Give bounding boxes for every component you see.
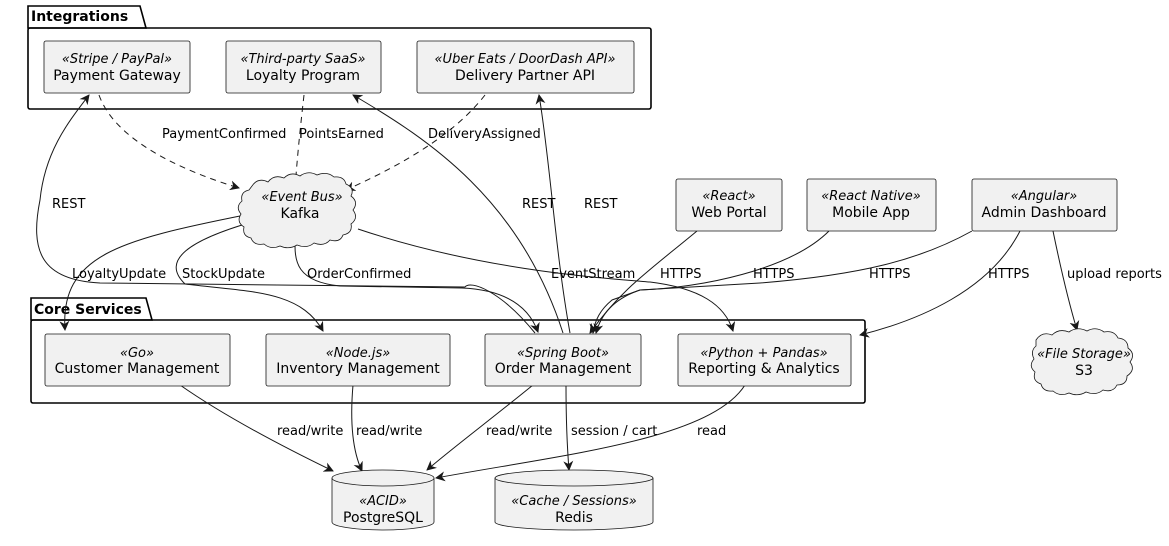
package-core-services: Core Services: [30, 297, 866, 404]
label-rw-inventory: read/write: [356, 424, 422, 439]
edge-order-delivery: [535, 94, 571, 334]
payment-gateway-name: Payment Gateway: [53, 68, 181, 84]
s3-name: S3: [1075, 363, 1093, 379]
edge-order-loyalty: [352, 94, 564, 334]
edge-admin-reporting: [859, 230, 1021, 338]
label-https-mobile: HTTPS: [753, 267, 795, 282]
label-rw-order: read/write: [486, 424, 552, 439]
node-order-management[interactable]: «Spring Boot» Order Management: [484, 333, 642, 387]
delivery-partner-stereotype: «Uber Eats / DoorDash API»: [435, 52, 616, 67]
loyalty-program-stereotype: «Third-party SaaS»: [240, 52, 365, 67]
edge-payment-kafka: [98, 94, 240, 191]
redis-stereotype: «Cache / Sessions»: [511, 494, 637, 509]
label-payment-confirmed: PaymentConfirmed: [162, 127, 286, 142]
node-web-portal[interactable]: «React» Web Portal: [675, 178, 783, 232]
edge-web-order: [589, 230, 698, 334]
label-session-cart: session / cart: [571, 424, 657, 439]
label-event-stream: EventStream: [551, 267, 635, 282]
edge-admin-s3: [1052, 230, 1080, 331]
package-integrations: Integrations: [27, 5, 652, 110]
edge-order-postgres: [426, 384, 534, 471]
edge-admin-order: [593, 230, 973, 334]
admin-dashboard-stereotype: «Angular»: [1011, 189, 1078, 204]
node-postgresql[interactable]: «ACID» PostgreSQL: [331, 469, 435, 531]
label-stock-update: StockUpdate: [182, 267, 265, 282]
label-read-reporting: read: [697, 424, 726, 439]
label-points-earned: PointsEarned: [299, 127, 384, 142]
edge-kafka-reporting: [357, 228, 736, 332]
label-rest-loyalty: REST: [522, 197, 555, 212]
node-s3[interactable]: «File Storage» S3: [1030, 328, 1133, 396]
edge-customer-postgres: [179, 384, 334, 472]
delivery-partner-name: Delivery Partner API: [455, 68, 595, 84]
customer-management-stereotype: «Go»: [120, 346, 154, 361]
admin-dashboard-name: Admin Dashboard: [981, 205, 1106, 221]
label-https-admin-order: HTTPS: [869, 267, 911, 282]
node-reporting-analytics[interactable]: «Python + Pandas» Reporting & Analytics: [677, 333, 852, 387]
edge-reporting-postgres: [435, 384, 746, 482]
label-rw-customer: read/write: [277, 424, 343, 439]
s3-stereotype: «File Storage»: [1037, 347, 1131, 362]
reporting-analytics-name: Reporting & Analytics: [688, 361, 839, 377]
web-portal-name: Web Portal: [691, 205, 766, 221]
reporting-analytics-stereotype: «Python + Pandas»: [700, 346, 827, 361]
edge-inventory-postgres: [351, 384, 363, 472]
package-core-services-title: Core Services: [34, 302, 142, 318]
edge-labels: PaymentConfirmed PointsEarned DeliveryAs…: [52, 127, 1162, 439]
order-management-stereotype: «Spring Boot»: [517, 346, 609, 361]
node-delivery-partner-api[interactable]: «Uber Eats / DoorDash API» Delivery Part…: [416, 40, 635, 94]
inventory-management-name: Inventory Management: [276, 361, 440, 377]
package-integrations-title: Integrations: [31, 9, 128, 25]
label-order-confirmed: OrderConfirmed: [307, 267, 411, 282]
label-https-admin-reporting: HTTPS: [988, 267, 1030, 282]
edge-kafka-order: [294, 227, 540, 333]
payment-gateway-stereotype: «Stripe / PayPal»: [62, 52, 172, 67]
node-loyalty-program[interactable]: «Third-party SaaS» Loyalty Program: [225, 40, 382, 94]
label-upload-reports: upload reports: [1067, 267, 1162, 282]
label-https-web: HTTPS: [660, 267, 702, 282]
order-management-name: Order Management: [495, 361, 632, 377]
web-portal-stereotype: «React»: [702, 189, 755, 204]
label-loyalty-update: LoyaltyUpdate: [72, 267, 166, 282]
node-mobile-app[interactable]: «React Native» Mobile App: [806, 178, 937, 232]
kafka-stereotype: «Event Bus»: [261, 190, 342, 205]
node-inventory-management[interactable]: «Node.js» Inventory Management: [265, 333, 451, 387]
postgresql-name: PostgreSQL: [343, 510, 423, 526]
label-rest-payment: REST: [52, 197, 85, 212]
edge-order-redis: [563, 384, 574, 471]
postgresql-stereotype: «ACID»: [359, 494, 407, 509]
node-payment-gateway[interactable]: «Stripe / PayPal» Payment Gateway: [43, 40, 191, 94]
node-redis[interactable]: «Cache / Sessions» Redis: [494, 469, 654, 531]
edge-mobile-order: [589, 230, 830, 334]
node-admin-dashboard[interactable]: «Angular» Admin Dashboard: [971, 178, 1118, 232]
mobile-app-name: Mobile App: [832, 205, 910, 221]
edge-loyalty-kafka: [290, 94, 305, 190]
edge-kafka-customer: [59, 214, 246, 331]
label-rest-delivery: REST: [584, 197, 617, 212]
inventory-management-stereotype: «Node.js»: [326, 346, 391, 361]
kafka-name: Kafka: [281, 206, 320, 222]
node-customer-management[interactable]: «Go» Customer Management: [44, 333, 231, 387]
mobile-app-stereotype: «React Native»: [821, 189, 921, 204]
edges: [36, 94, 1080, 482]
label-delivery-assigned: DeliveryAssigned: [428, 127, 541, 142]
node-kafka[interactable]: «Event Bus» Kafka: [237, 172, 356, 249]
loyalty-program-name: Loyalty Program: [246, 68, 360, 84]
customer-management-name: Customer Management: [55, 361, 220, 377]
edge-order-payment: [36, 94, 536, 334]
redis-name: Redis: [555, 510, 593, 526]
